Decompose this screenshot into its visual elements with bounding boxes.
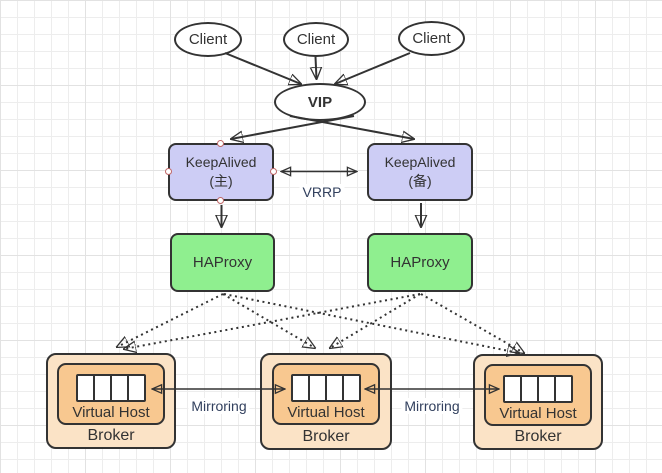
connection-point-left[interactable] xyxy=(164,168,172,175)
keepalived-backup-title: KeepAlived xyxy=(384,154,456,170)
node-vip[interactable]: VIP xyxy=(274,83,366,121)
queue-cell xyxy=(505,377,522,401)
haproxy-1-label: HAProxy xyxy=(192,254,253,271)
queue-cell xyxy=(129,376,144,400)
keepalived-backup-subtitle: (备) xyxy=(408,173,432,189)
keepalived-master-subtitle: (主) xyxy=(209,173,233,189)
virtual-host-label-1: Virtual Host xyxy=(72,404,150,421)
edge-haproxy1-broker3[interactable] xyxy=(223,293,519,353)
queue-1[interactable] xyxy=(76,374,146,402)
node-broker-2[interactable]: Virtual Host Broker xyxy=(260,353,392,450)
queue-cell xyxy=(112,376,129,400)
queue-cell xyxy=(539,377,556,401)
node-haproxy-2[interactable]: HAProxy xyxy=(367,233,473,292)
queue-cell xyxy=(522,377,539,401)
queue-cell xyxy=(556,377,571,401)
mirroring-label-1[interactable]: Mirroring xyxy=(188,398,250,414)
queue-cell xyxy=(293,376,310,400)
edge-haproxy1-broker1[interactable] xyxy=(117,293,224,347)
edge-client3-vip[interactable] xyxy=(335,52,411,84)
node-broker-3[interactable]: Virtual Host Broker xyxy=(473,354,603,450)
virtual-host-box-1[interactable]: Virtual Host xyxy=(57,363,165,425)
node-client-1[interactable]: Client xyxy=(174,22,242,57)
node-client-3[interactable]: Client xyxy=(398,21,465,56)
connection-point-right[interactable] xyxy=(269,168,277,175)
queue-cell xyxy=(78,376,95,400)
connection-point-bottom[interactable] xyxy=(217,196,224,204)
node-keepalived-backup[interactable]: KeepAlived (备) xyxy=(367,143,473,201)
client-2-label: Client xyxy=(296,31,336,48)
edge-haproxy1-broker2[interactable] xyxy=(222,293,315,348)
edge-haproxy2-broker1[interactable] xyxy=(124,293,421,349)
connection-point-top[interactable] xyxy=(217,140,224,147)
virtual-host-box-3[interactable]: Virtual Host xyxy=(484,364,592,426)
vip-label: VIP xyxy=(307,93,333,111)
queue-cell xyxy=(95,376,112,400)
edge-client1-vip[interactable] xyxy=(224,52,301,84)
client-1-label: Client xyxy=(188,31,228,48)
queue-2[interactable] xyxy=(291,374,361,402)
edge-client2-vip[interactable] xyxy=(316,56,317,79)
queue-cell xyxy=(327,376,344,400)
queue-cell xyxy=(310,376,327,400)
virtual-host-box-2[interactable]: Virtual Host xyxy=(272,363,380,425)
vrrp-label[interactable]: VRRP xyxy=(299,184,345,200)
node-client-2[interactable]: Client xyxy=(283,22,349,57)
node-haproxy-1[interactable]: HAProxy xyxy=(170,233,275,292)
virtual-host-label-3: Virtual Host xyxy=(499,405,577,422)
broker-label-1: Broker xyxy=(87,427,135,444)
haproxy-2-label: HAProxy xyxy=(390,254,450,271)
keepalived-master-title: KeepAlived xyxy=(185,154,257,170)
broker-label-2: Broker xyxy=(302,427,350,445)
node-broker-1[interactable]: Virtual Host Broker xyxy=(46,353,176,449)
queue-cell xyxy=(344,376,359,400)
virtual-host-label-2: Virtual Host xyxy=(287,404,365,421)
client-3-label: Client xyxy=(412,30,451,47)
edge-haproxy2-broker2[interactable] xyxy=(330,293,421,348)
mirroring-label-2[interactable]: Mirroring xyxy=(401,398,463,414)
edge-haproxy2-broker3[interactable] xyxy=(420,293,524,353)
broker-label-3: Broker xyxy=(514,428,562,445)
queue-3[interactable] xyxy=(503,375,573,403)
node-keepalived-master[interactable]: KeepAlived (主) xyxy=(168,143,274,201)
